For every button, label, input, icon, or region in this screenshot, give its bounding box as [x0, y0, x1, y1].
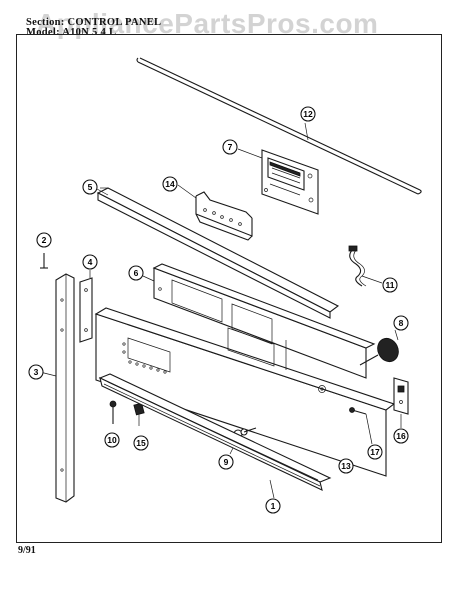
svg-text:1: 1 — [271, 501, 276, 511]
part-10-screw — [109, 400, 117, 424]
part-1-bottom-trim — [98, 373, 332, 499]
svg-text:15: 15 — [136, 438, 146, 448]
callout-3: 3 — [28, 364, 44, 380]
part-4-side-bracket — [79, 270, 93, 343]
part-8-knob — [359, 329, 399, 366]
part-7-clock-module — [237, 148, 319, 215]
svg-text:4: 4 — [88, 257, 93, 267]
callout-13: 13 — [338, 458, 354, 474]
diagram-frame — [16, 34, 442, 543]
callout-15: 15 — [133, 435, 149, 451]
part-2-screw — [40, 253, 48, 269]
callout-16: 16 — [393, 428, 409, 444]
callout-1: 1 — [265, 498, 281, 514]
part-3-side-rail — [39, 273, 75, 503]
callout-12: 12 — [300, 106, 316, 122]
callout-7: 7 — [222, 139, 238, 155]
svg-text:3: 3 — [34, 367, 39, 377]
part-17-screw — [349, 407, 373, 445]
part-14-bracket — [177, 184, 253, 241]
part-12-trim-strip — [136, 57, 422, 195]
svg-text:5: 5 — [88, 182, 93, 192]
part-13-front-panel — [94, 307, 396, 477]
section-title: Section: CONTROL PANEL — [26, 17, 162, 28]
part-6-inner-panel — [142, 263, 376, 379]
part-15-clip — [133, 402, 145, 426]
svg-text:14: 14 — [165, 179, 175, 189]
svg-text:6: 6 — [134, 268, 139, 278]
callout-2: 2 — [36, 232, 52, 248]
part-11-wire-harness — [348, 245, 383, 287]
callout-11: 11 — [382, 277, 398, 293]
callout-10: 10 — [104, 432, 120, 448]
callout-5: 5 — [82, 179, 98, 195]
callout-6: 6 — [128, 265, 144, 281]
part-16-right-bracket — [393, 377, 409, 428]
date-code: 9/91 — [18, 545, 36, 556]
svg-text:2: 2 — [42, 235, 47, 245]
part-5-top-panel — [96, 187, 340, 319]
model-title: Model: A10N 5 4 L — [26, 27, 117, 38]
callout-14: 14 — [162, 176, 178, 192]
callout-17: 17 — [367, 444, 383, 460]
svg-text:11: 11 — [386, 280, 395, 290]
svg-text:10: 10 — [107, 435, 117, 445]
svg-text:13: 13 — [341, 461, 351, 471]
callout-8: 8 — [393, 315, 409, 331]
svg-text:7: 7 — [228, 142, 233, 152]
callout-4: 4 — [82, 254, 98, 270]
svg-text:12: 12 — [303, 109, 313, 119]
callout-9: 9 — [218, 454, 234, 470]
svg-text:8: 8 — [399, 318, 404, 328]
svg-text:17: 17 — [370, 447, 380, 457]
svg-text:9: 9 — [224, 457, 229, 467]
watermark: AppliancePartsPros.com — [36, 8, 379, 39]
svg-text:16: 16 — [396, 431, 406, 441]
